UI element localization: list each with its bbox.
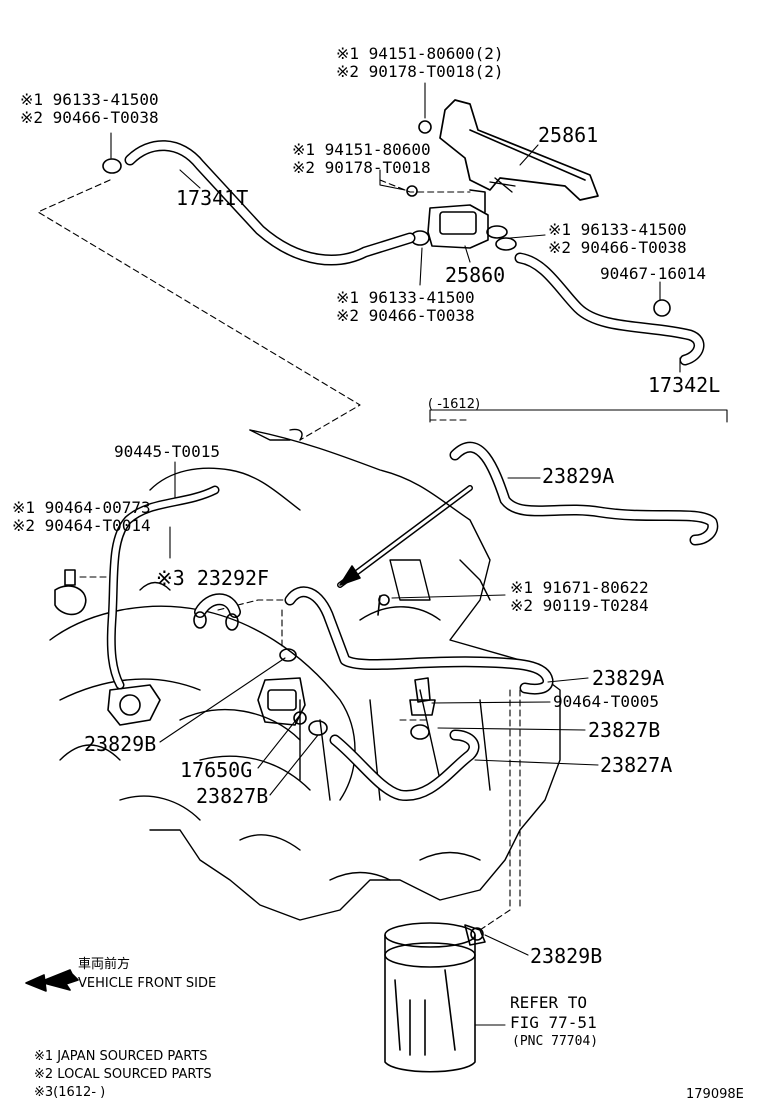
engine-outline [49, 428, 561, 921]
hose-17342L [495, 237, 705, 366]
label-nut-mid-1: ※1 94151-80600 [292, 140, 431, 159]
label-23829B-bottom: 23829B [530, 944, 603, 968]
label-bolt-1: ※1 91671-80622 [510, 578, 649, 597]
label-23829A-mid: 23829A [592, 666, 665, 690]
clips-right [377, 594, 436, 716]
hose-left [106, 485, 220, 726]
label-clip-l-1: ※1 90464-00773 [12, 498, 151, 517]
label-refer-1: REFER TO [510, 993, 588, 1012]
label-17342L: 17342L [648, 373, 721, 397]
label-bolt-2: ※2 90119-T0284 [510, 596, 649, 615]
clip-left [54, 569, 87, 616]
hose-23829A-top [449, 441, 719, 546]
label-90467-16014: 90467-16014 [600, 264, 706, 283]
label-23827A: 23827A [600, 753, 673, 777]
label-23829B-left: 23829B [84, 732, 157, 756]
label-front-jp: 車両前方 [78, 957, 131, 972]
hose-17341T [102, 140, 416, 266]
label-clip-c-2: ※2 90466-T0038 [336, 306, 475, 325]
hose-23292F [193, 593, 241, 631]
leader-lines [110, 82, 728, 1026]
label-note-3: ※3(1612- ) [34, 1085, 106, 1100]
label-90464-T0005: 90464-T0005 [553, 692, 659, 711]
label-23829A-top: 23829A [542, 464, 615, 488]
label-17341T: 17341T [176, 186, 249, 210]
bracket-25861 [439, 99, 599, 201]
label-clip-tl-1: ※1 96133-41500 [20, 90, 159, 109]
label-clip-l-2: ※2 90464-T0014 [12, 516, 151, 535]
label-clip-r-2: ※2 90466-T0038 [548, 238, 687, 257]
label-front-en: VEHICLE FRONT SIDE [78, 976, 217, 991]
vsv-17650G [257, 677, 307, 726]
front-arrow-icon [25, 969, 79, 992]
label-refer-3: (PNC 77704) [512, 1034, 599, 1049]
charcoal-canister [384, 922, 486, 1073]
hose-23829A-mid [279, 586, 554, 695]
label-23827B-right: 23827B [588, 718, 661, 742]
nut-mid [406, 185, 418, 197]
label-clip-r-1: ※1 96133-41500 [548, 220, 687, 239]
hose-23827A [308, 720, 480, 801]
label-top-nut-2: ※2 90178-T0018(2) [336, 62, 504, 81]
nut-top [418, 120, 432, 134]
label-25861: 25861 [538, 123, 599, 147]
label-note-2: ※2 LOCAL SOURCED PARTS [34, 1067, 212, 1082]
label-clip-c-1: ※1 96133-41500 [336, 288, 475, 307]
label-range-1612: ( -1612) [428, 397, 481, 412]
label-clip-tl-2: ※2 90466-T0038 [20, 108, 159, 127]
dashed-leaders [37, 179, 521, 931]
label-nut-mid-2: ※2 90178-T0018 [292, 158, 431, 177]
label-note-1: ※1 JAPAN SOURCED PARTS [34, 1049, 208, 1064]
vsv-25860 [410, 189, 508, 249]
label-refer-2: FIG 77-51 [510, 1013, 597, 1032]
location-arrow [337, 485, 473, 588]
label-top-nut-1: ※1 94151-80600(2) [336, 44, 504, 63]
label-25860: 25860 [445, 263, 506, 287]
label-23292F: ※3 23292F [156, 566, 270, 590]
label-17650G: 17650G [180, 758, 253, 782]
label-23827B-left: 23827B [196, 784, 269, 808]
label-90445-T0015: 90445-T0015 [114, 442, 220, 461]
figure-id: 179098E [686, 1087, 744, 1102]
